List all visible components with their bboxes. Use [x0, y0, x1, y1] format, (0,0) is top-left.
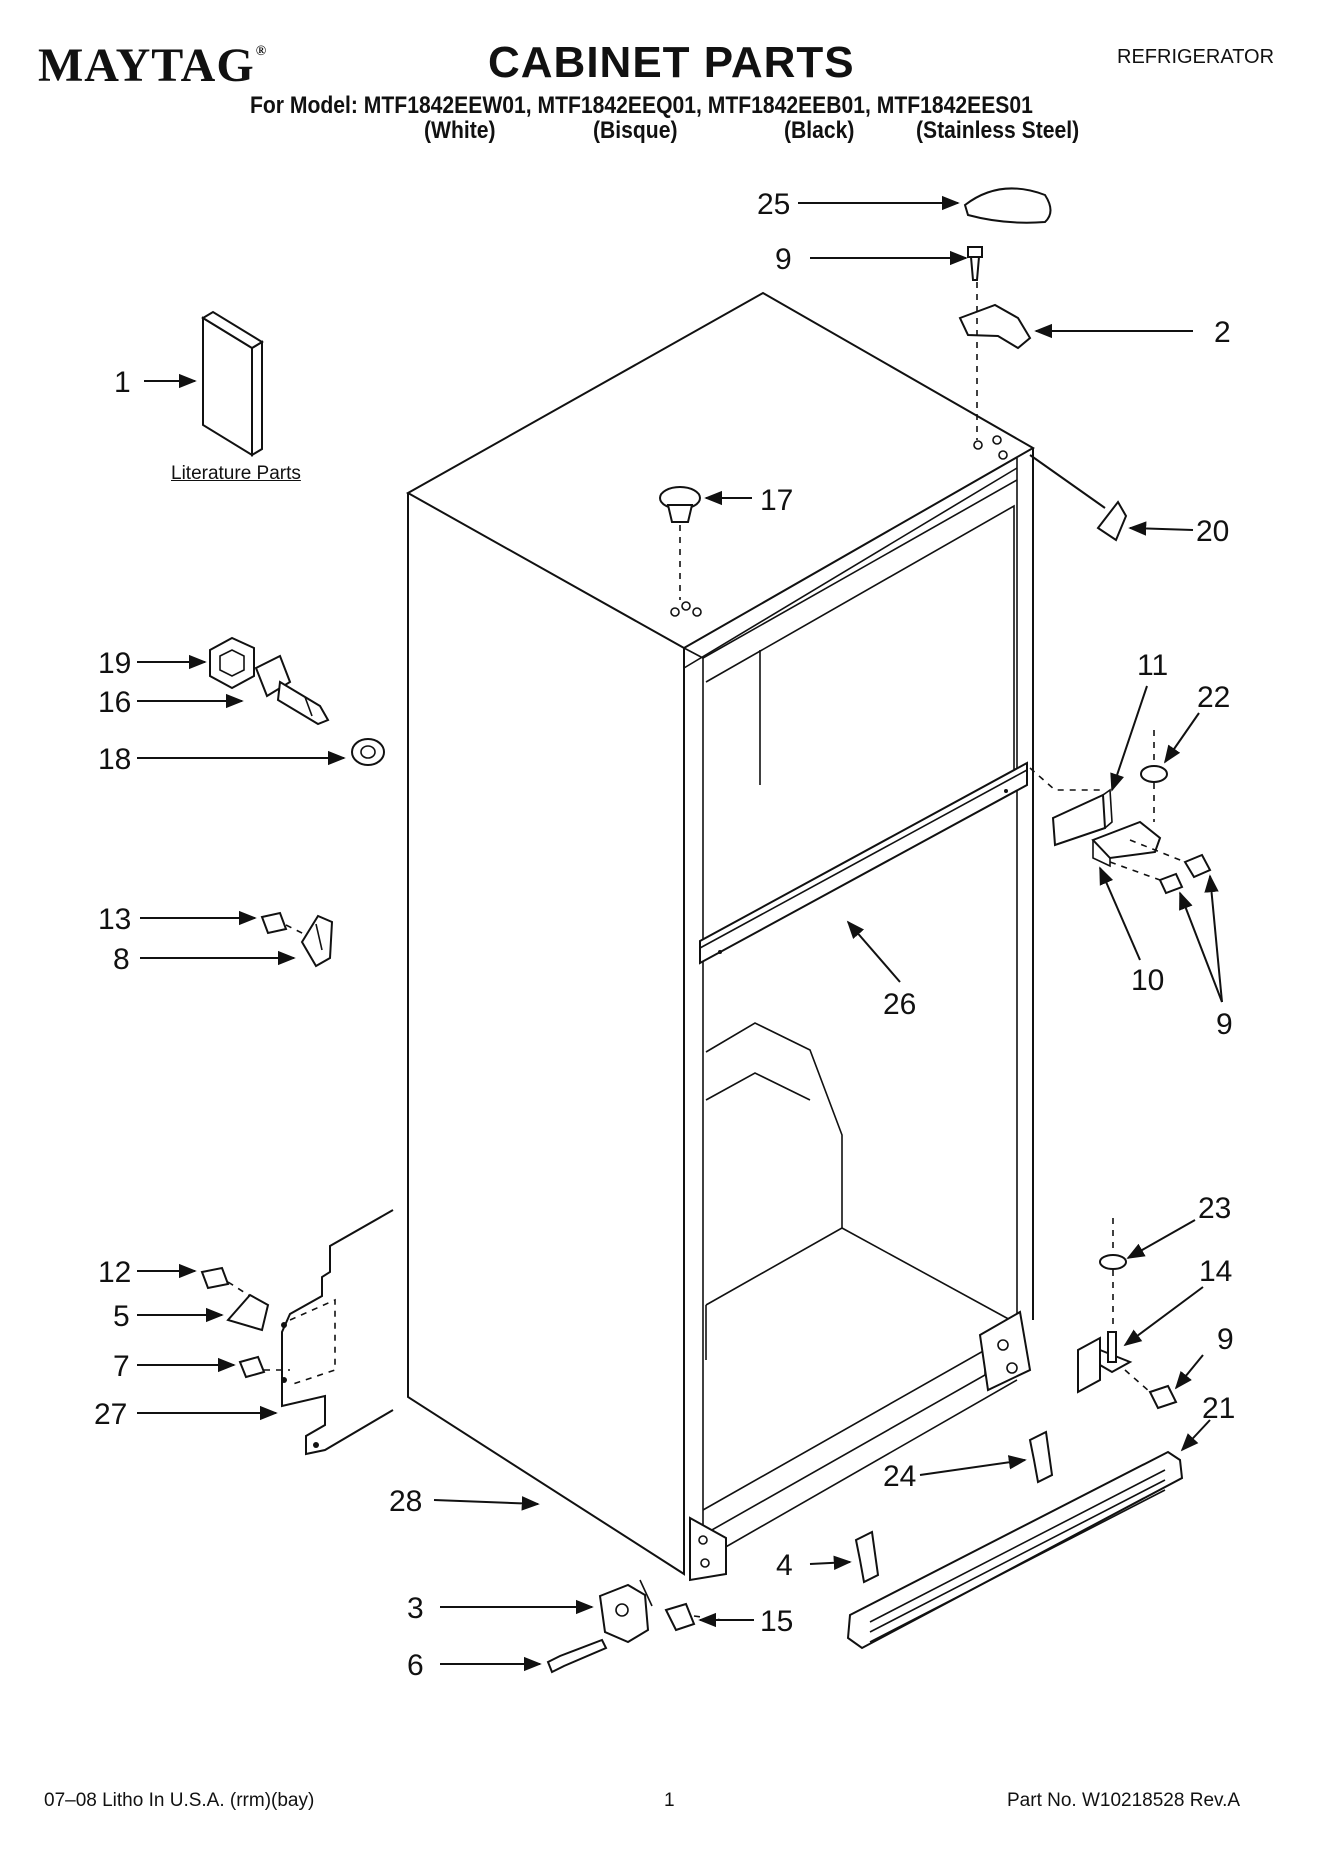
center-hinge: [1091, 820, 1162, 860]
callout-5: 5: [113, 1300, 130, 1333]
grille-clip-right: [1028, 1430, 1054, 1484]
top-hinge-screw: [967, 246, 983, 281]
model-list: For Model: MTF1842EEW01, MTF1842EEQ01, M…: [250, 92, 1033, 119]
callout-27: 27: [94, 1398, 127, 1431]
color-bisque: (Bisque): [593, 117, 678, 144]
callout-20: 20: [1196, 515, 1229, 548]
top-hinge: [958, 303, 1032, 350]
center-hinge-screws: [1109, 839, 1212, 895]
callout-7: 7: [113, 1350, 130, 1383]
callout-9-top: 9: [775, 243, 792, 276]
callout-labels: 25 9 2 1 17 20 19 16 18 11 22 13 8 26 10…: [94, 188, 1235, 1682]
page-title: CABINET PARTS: [488, 38, 855, 87]
callout-11: 11: [1137, 649, 1168, 682]
cabinet-shell: [405, 291, 1036, 1582]
callout-8: 8: [113, 943, 130, 976]
bottom-hinge: [1077, 1331, 1133, 1394]
callout-16: 16: [98, 686, 131, 719]
callout-3: 3: [407, 1592, 424, 1625]
cord-clip: [226, 1293, 270, 1332]
leveling-screw: [664, 1602, 696, 1632]
callout-9-center: 9: [1216, 1008, 1233, 1041]
callout-28: 28: [389, 1485, 422, 1518]
callout-13: 13: [98, 903, 131, 936]
literature-booklet: [201, 310, 264, 457]
leader-arrows: [137, 195, 1223, 1672]
callout-18: 18: [98, 743, 131, 776]
callout-24: 24: [883, 1460, 916, 1493]
clip-screw: [260, 911, 288, 935]
footer-part-number: Part No. W10218528 Rev.A: [1007, 1790, 1241, 1811]
pin-gasket: [209, 636, 255, 690]
leveling-cam: [598, 1579, 653, 1644]
callout-26: 26: [883, 988, 916, 1021]
callout-2: 2: [1214, 316, 1231, 349]
hinge-screw-lower-left: [238, 1355, 266, 1379]
brand-logo: MAYTAG®: [38, 39, 268, 92]
callout-12: 12: [98, 1256, 131, 1289]
hinge-cover: [963, 187, 1052, 224]
callout-25: 25: [757, 188, 790, 221]
color-white: (White): [424, 117, 496, 144]
callout-4: 4: [776, 1549, 793, 1582]
callout-17: 17: [760, 484, 793, 517]
color-stainless: (Stainless Steel): [916, 117, 1080, 144]
callout-9-bottom: 9: [1217, 1323, 1234, 1356]
grille-clip-left: [854, 1530, 880, 1584]
bushing: [351, 738, 385, 766]
callout-23: 23: [1198, 1192, 1231, 1225]
callout-19: 19: [98, 647, 131, 680]
door-stop-pin: [254, 654, 330, 726]
toe-grille: [846, 1450, 1184, 1650]
top-plug: [659, 486, 701, 523]
product-type: REFRIGERATOR: [1117, 46, 1275, 68]
callout-6: 6: [407, 1649, 424, 1682]
callout-1: 1: [114, 366, 131, 399]
bottom-hinge-washer: [1099, 1254, 1127, 1270]
wire-clip: [300, 914, 334, 968]
callout-15: 15: [760, 1605, 793, 1638]
leveling-pin: [546, 1638, 608, 1674]
bottom-hinge-screw: [1148, 1384, 1178, 1410]
callout-22: 22: [1197, 681, 1230, 714]
callout-14: 14: [1199, 1255, 1232, 1288]
callout-10: 10: [1131, 964, 1164, 997]
literature-parts-label: Literature Parts: [171, 463, 301, 484]
callout-21: 21: [1202, 1392, 1235, 1425]
hinge-washer: [1140, 765, 1168, 783]
rear-access-panel: [281, 1209, 394, 1456]
color-black: (Black): [784, 117, 855, 144]
footer-print-info: 07–08 Litho In U.S.A. (rrm)(bay): [44, 1790, 315, 1811]
footer-page-number: 1: [664, 1790, 675, 1811]
divider-bar: [699, 761, 1028, 965]
corner-trim: [1096, 500, 1128, 542]
lower-clip-screw: [200, 1266, 230, 1290]
